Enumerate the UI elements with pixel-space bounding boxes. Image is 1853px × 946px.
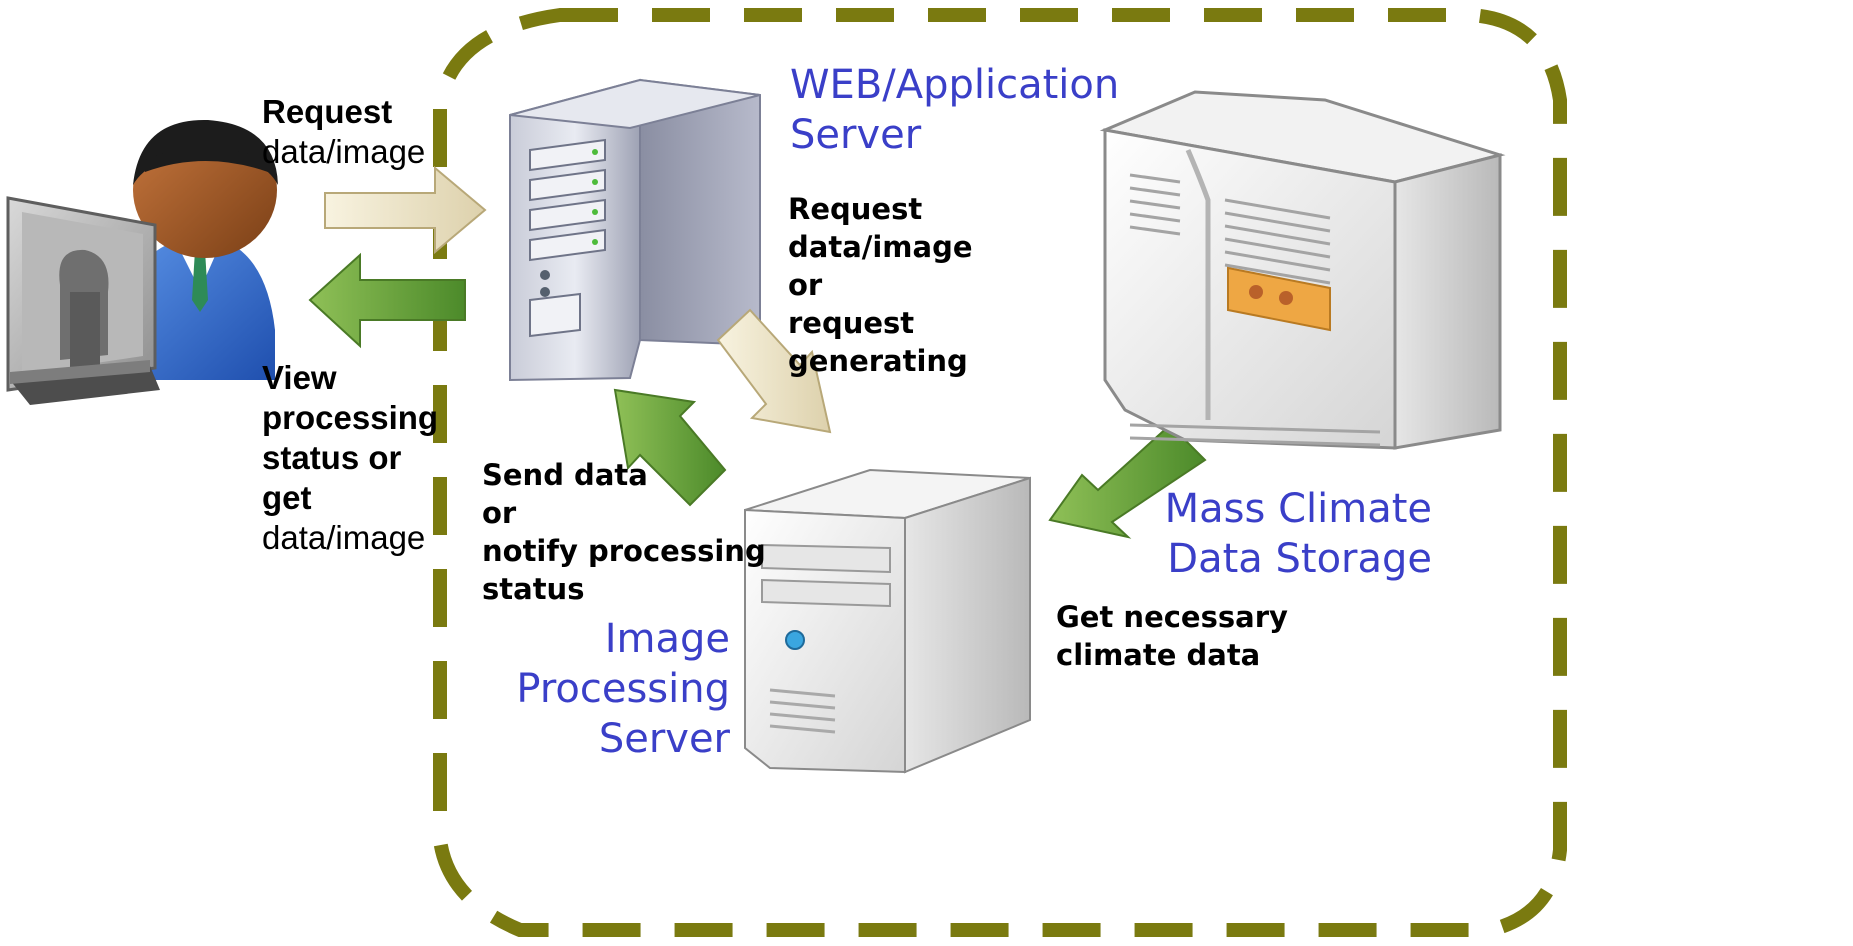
storage-title: Mass Climate Data Storage — [1120, 484, 1432, 584]
image-server-title-line3: Server — [598, 716, 730, 762]
edge-line: data/image — [788, 230, 973, 264]
request-label-bold: Request — [262, 93, 393, 130]
edge-line: request — [788, 306, 915, 340]
response-arrow — [308, 252, 466, 349]
image-server-title-line2: Processing — [516, 666, 730, 712]
system-boundary — [433, 8, 1567, 937]
edge-line: Get necessary — [1056, 600, 1288, 634]
request-arrow — [324, 165, 487, 255]
edge-line: climate data — [1056, 638, 1261, 672]
web-server-title: WEB/Application Server — [790, 60, 1119, 160]
view-label: View processing status or get data/image — [262, 358, 442, 558]
mass-storage-icon — [1099, 90, 1506, 450]
storage-title-line2: Data Storage — [1167, 536, 1432, 582]
image-processing-server-icon — [744, 468, 1031, 774]
user-at-computer-icon — [6, 119, 278, 405]
request-label-text: data/image — [262, 133, 426, 170]
edge-line: status — [482, 572, 585, 606]
edge-line: Send data — [482, 458, 648, 492]
edge-line: Request — [788, 192, 923, 226]
web-server-title-line1: WEB/Application — [790, 62, 1120, 108]
storage-title-line1: Mass Climate — [1164, 486, 1432, 532]
web-server-icon — [509, 78, 761, 382]
climate-data-label: Get necessary climate data — [1056, 598, 1288, 674]
view-label-text: data/image — [262, 519, 426, 556]
send-data-label: Send data or notify processing status — [482, 456, 766, 608]
edge-line: generating — [788, 344, 968, 378]
image-server-title-line1: Image — [604, 616, 730, 662]
request-generating-label: Request data/image or request generating — [788, 190, 973, 380]
edge-line: or — [788, 268, 823, 302]
view-label-bold: View processing status or get — [262, 359, 439, 516]
request-label: Request data/image — [262, 92, 425, 172]
web-server-title-line2: Server — [790, 112, 922, 158]
edge-line: notify processing — [482, 534, 766, 568]
request-generating-arrow — [716, 308, 832, 434]
climate-data-arrow — [1048, 423, 1207, 539]
image-server-title: Image Processing Server — [490, 614, 730, 764]
send-data-arrow — [613, 388, 727, 507]
edge-line: or — [482, 496, 517, 530]
